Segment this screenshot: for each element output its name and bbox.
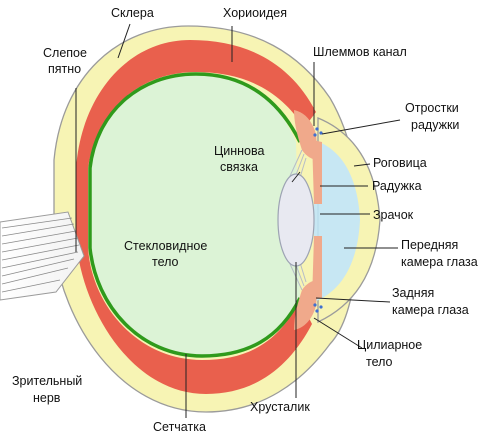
label-posterior-chamber: Задняя камера глаза xyxy=(392,286,469,317)
label-blind-spot-line-1: Слепое xyxy=(43,46,87,60)
label-anterior-chamber: Передняя камера глаза xyxy=(401,238,478,269)
label-cornea: Роговица xyxy=(373,156,427,170)
leader-zonule xyxy=(291,171,301,183)
label-schlemm-canal: Шлеммов канал xyxy=(313,45,407,59)
label-optic-nerve-line-2: нерв xyxy=(33,391,61,405)
label-zonule: Циннова связка xyxy=(214,144,268,174)
label-ciliary-body-line-1: Цилиарное xyxy=(357,338,422,352)
label-posterior-chamber-line-1: Задняя xyxy=(392,286,434,300)
vitreous-body xyxy=(90,74,300,356)
leader-iris-processes xyxy=(321,119,401,135)
label-optic-nerve-line-1: Зрительный xyxy=(12,374,82,388)
label-ciliary-body-line-2: тело xyxy=(366,355,393,369)
leader-lines xyxy=(75,23,401,418)
label-choroid: Хориоидея xyxy=(223,6,287,20)
label-optic-nerve: Зрительный нерв xyxy=(12,374,86,405)
label-blind-spot-line-2: пятно xyxy=(48,62,81,76)
label-sclera: Склера xyxy=(111,6,154,20)
label-iris-processes: Отростки радужки xyxy=(405,101,462,132)
leader-posterior-chamber xyxy=(315,297,391,303)
label-iris-processes-line-1: Отростки xyxy=(405,101,459,115)
label-anterior-chamber-line-1: Передняя xyxy=(401,238,458,252)
label-vitreous: Стекловидное тело xyxy=(124,239,211,269)
retina-layer xyxy=(88,72,302,358)
label-retina: Сетчатка xyxy=(153,420,206,434)
optic-nerve-fibers xyxy=(1,217,80,293)
leader-sclera xyxy=(117,23,131,59)
label-zonule-line-1: Циннова xyxy=(214,144,264,158)
label-iris-processes-line-2: радужки xyxy=(411,118,459,132)
label-iris: Радужка xyxy=(372,179,422,193)
iris-lower xyxy=(312,236,322,300)
label-anterior-chamber-line-2: камера глаза xyxy=(401,255,478,269)
ciliary-body-lower xyxy=(294,280,318,330)
label-lens: Хрусталик xyxy=(250,400,310,414)
label-zonule-line-2: связка xyxy=(220,160,258,174)
iris-upper xyxy=(312,140,322,204)
label-blind-spot: Слепое пятно xyxy=(43,46,90,76)
label-ciliary-body: Цилиарное тело xyxy=(357,338,426,369)
ciliary-body-upper xyxy=(294,110,318,160)
label-posterior-chamber-line-2: камера глаза xyxy=(392,303,469,317)
label-vitreous-line-2: тело xyxy=(152,255,179,269)
lens xyxy=(277,173,315,267)
optic-nerve xyxy=(0,211,85,301)
label-pupil: Зрачок xyxy=(373,208,414,222)
iris-process-dots xyxy=(313,127,323,313)
label-vitreous-line-1: Стекловидное xyxy=(124,239,207,253)
leader-ciliary xyxy=(313,317,363,349)
leader-cornea xyxy=(353,163,371,167)
anterior-chamber-fluid xyxy=(314,140,360,302)
